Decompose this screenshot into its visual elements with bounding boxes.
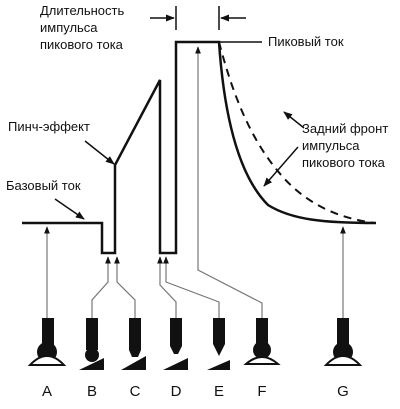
trailing-edge-dashed-curve	[218, 41, 376, 224]
stage-label-c: C	[130, 383, 141, 400]
electrode-a-icon	[27, 318, 67, 366]
stage-label-b: B	[87, 383, 97, 400]
trailing-edge-arrow-solid	[263, 146, 299, 187]
stage-label-f: F	[257, 383, 266, 400]
leader-f	[195, 46, 263, 318]
electrode-f-icon	[243, 318, 281, 365]
electrode-d-icon	[163, 318, 188, 370]
current-waveform	[22, 40, 377, 255]
stage-label-e: E	[214, 383, 224, 400]
peak-current-label: Пиковый ток	[268, 34, 344, 49]
trailing-edge-arrow-dashed	[283, 111, 305, 129]
base-current-label: Базовый ток	[6, 178, 81, 193]
electrode-b-icon	[79, 318, 104, 370]
leader-d	[157, 256, 177, 318]
pinch-effect-label: Пинч-эффект	[8, 119, 90, 134]
electrode-g-icon	[323, 318, 363, 366]
stage-leaders	[44, 46, 346, 318]
trailing-edge-label: Задний фронт импульса пикового тока	[302, 121, 392, 170]
stage-label-a: A	[42, 383, 52, 400]
stage-label-d: D	[171, 383, 182, 400]
leader-b	[91, 256, 111, 318]
leader-e	[163, 256, 220, 318]
base-current-arrow	[54, 198, 85, 220]
pulse-duration-bracket	[150, 6, 246, 30]
pulse-duration-label: Длительность импульса пикового тока	[40, 3, 128, 52]
pinch-effect-arrow	[84, 140, 115, 165]
electrode-e-icon	[207, 318, 230, 370]
stage-label-g: G	[337, 383, 349, 400]
electrode-c-icon	[121, 318, 146, 370]
leader-c	[114, 256, 136, 318]
